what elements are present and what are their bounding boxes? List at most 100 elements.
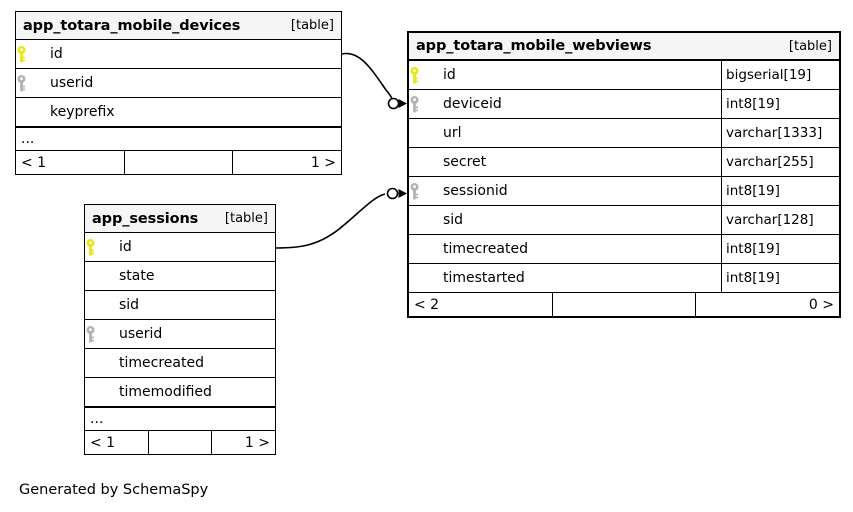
no-key-spacer xyxy=(85,291,111,319)
foreign-key-icon xyxy=(85,320,111,348)
footer-middle-cell xyxy=(124,151,233,174)
relationship-line xyxy=(275,193,386,249)
table-row[interactable]: id xyxy=(16,40,341,69)
no-key-spacer xyxy=(409,264,435,292)
column-name: userid xyxy=(119,326,163,342)
table-type-tag: [table] xyxy=(290,18,334,33)
column-name-cell: id xyxy=(435,61,721,89)
zero-marker-circle xyxy=(386,187,399,200)
table-app-totara-mobile-webviews[interactable]: app_totara_mobile_webviews [table] id xyxy=(407,31,841,318)
column-name: sessionid xyxy=(443,183,508,199)
no-key-spacer xyxy=(409,119,435,147)
table-title: app_totara_mobile_devices xyxy=(23,17,241,34)
column-name: timemodified xyxy=(119,384,212,400)
incoming-relations-count: < 2 xyxy=(414,296,440,313)
column-type: varchar[1333] xyxy=(721,119,839,147)
column-type: int8[19] xyxy=(721,177,839,205)
table-row[interactable]: sessionid int8[19] xyxy=(409,177,839,206)
column-name-cell: sessionid xyxy=(435,177,721,205)
table-app-sessions[interactable]: app_sessions [table] id xyxy=(84,204,276,455)
table-row[interactable]: url varchar[1333] xyxy=(409,119,839,148)
column-name-cell: timestarted xyxy=(435,264,721,292)
no-key-spacer xyxy=(85,378,111,406)
column-name: timecreated xyxy=(443,241,528,257)
table-columns: id userid xyxy=(16,40,341,174)
table-columns: id bigserial[19] deviceid i xyxy=(409,61,839,316)
column-name-cell: keyprefix xyxy=(42,98,341,126)
no-key-spacer xyxy=(85,262,111,290)
relationship-line xyxy=(341,52,393,104)
column-name-cell: state xyxy=(111,262,275,290)
column-name-cell: url xyxy=(435,119,721,147)
incoming-relations-count: < 1 xyxy=(21,154,47,171)
foreign-key-icon xyxy=(16,69,42,97)
column-name-cell: sid xyxy=(435,206,721,234)
column-name: id xyxy=(50,46,63,62)
column-name-cell: secret xyxy=(435,148,721,176)
table-header: app_sessions [table] xyxy=(85,205,275,233)
table-type-tag: [table] xyxy=(788,38,832,54)
table-row[interactable]: id bigserial[19] xyxy=(409,61,839,90)
table-title: app_sessions xyxy=(92,210,199,227)
table-row[interactable]: timecreated int8[19] xyxy=(409,235,839,264)
table-row[interactable]: userid xyxy=(85,320,275,349)
outgoing-relations-count: 0 > xyxy=(808,296,834,313)
column-name: timestarted xyxy=(443,270,525,286)
primary-key-icon xyxy=(85,233,111,261)
primary-key-icon xyxy=(16,40,42,68)
relationship-sessions-to-webviews xyxy=(275,187,407,249)
table-row[interactable]: id xyxy=(85,233,275,262)
table-row[interactable]: timecreated xyxy=(85,349,275,378)
ellipsis-label: ... xyxy=(90,411,104,427)
footer-middle-cell xyxy=(148,431,212,454)
more-columns-indicator: ... xyxy=(85,407,275,431)
column-name: url xyxy=(443,125,462,141)
column-type: int8[19] xyxy=(721,264,839,292)
zero-marker-circle xyxy=(387,97,400,110)
ellipsis-label: ... xyxy=(21,131,35,147)
table-row[interactable]: deviceid int8[19] xyxy=(409,90,839,119)
table-row[interactable]: timemodified xyxy=(85,378,275,407)
column-name: id xyxy=(443,67,456,83)
no-key-spacer xyxy=(409,206,435,234)
many-marker-arrow xyxy=(398,99,407,108)
column-name: id xyxy=(119,239,132,255)
table-footer: < 2 0 > xyxy=(409,293,839,316)
no-key-spacer xyxy=(16,98,42,126)
column-name: state xyxy=(119,268,155,284)
generated-by-caption: Generated by SchemaSpy xyxy=(19,482,209,498)
no-key-spacer xyxy=(85,349,111,377)
column-type: bigserial[19] xyxy=(721,61,839,89)
no-key-spacer xyxy=(409,148,435,176)
table-title: app_totara_mobile_webviews xyxy=(416,38,652,54)
column-name-cell: userid xyxy=(42,69,341,97)
column-name: secret xyxy=(443,154,487,170)
table-row[interactable]: sid xyxy=(85,291,275,320)
column-name: sid xyxy=(119,297,140,313)
table-row[interactable]: userid xyxy=(16,69,341,98)
table-header: app_totara_mobile_devices [table] xyxy=(16,12,341,40)
table-app-totara-mobile-devices[interactable]: app_totara_mobile_devices [table] id xyxy=(15,11,342,175)
column-type: int8[19] xyxy=(721,235,839,263)
table-row[interactable]: sid varchar[128] xyxy=(409,206,839,235)
relationship-devices-to-webviews xyxy=(341,52,407,110)
column-name-cell: deviceid xyxy=(435,90,721,118)
column-name-cell: userid xyxy=(111,320,275,348)
outgoing-relations-count: 1 > xyxy=(244,434,270,451)
outgoing-relations-count: 1 > xyxy=(310,154,336,171)
table-row[interactable]: timestarted int8[19] xyxy=(409,264,839,293)
column-type: int8[19] xyxy=(721,90,839,118)
table-header: app_totara_mobile_webviews [table] xyxy=(409,33,839,61)
table-footer: < 1 1 > xyxy=(16,151,341,174)
column-name: sid xyxy=(443,212,464,228)
column-name: timecreated xyxy=(119,355,204,371)
column-name: keyprefix xyxy=(50,104,115,120)
column-name-cell: id xyxy=(42,40,341,68)
column-name-cell: timecreated xyxy=(111,349,275,377)
table-row[interactable]: keyprefix xyxy=(16,98,341,127)
table-columns: id state sid xyxy=(85,233,275,454)
table-row[interactable]: state xyxy=(85,262,275,291)
column-type: varchar[128] xyxy=(721,206,839,234)
primary-key-icon xyxy=(409,61,435,89)
table-row[interactable]: secret varchar[255] xyxy=(409,148,839,177)
